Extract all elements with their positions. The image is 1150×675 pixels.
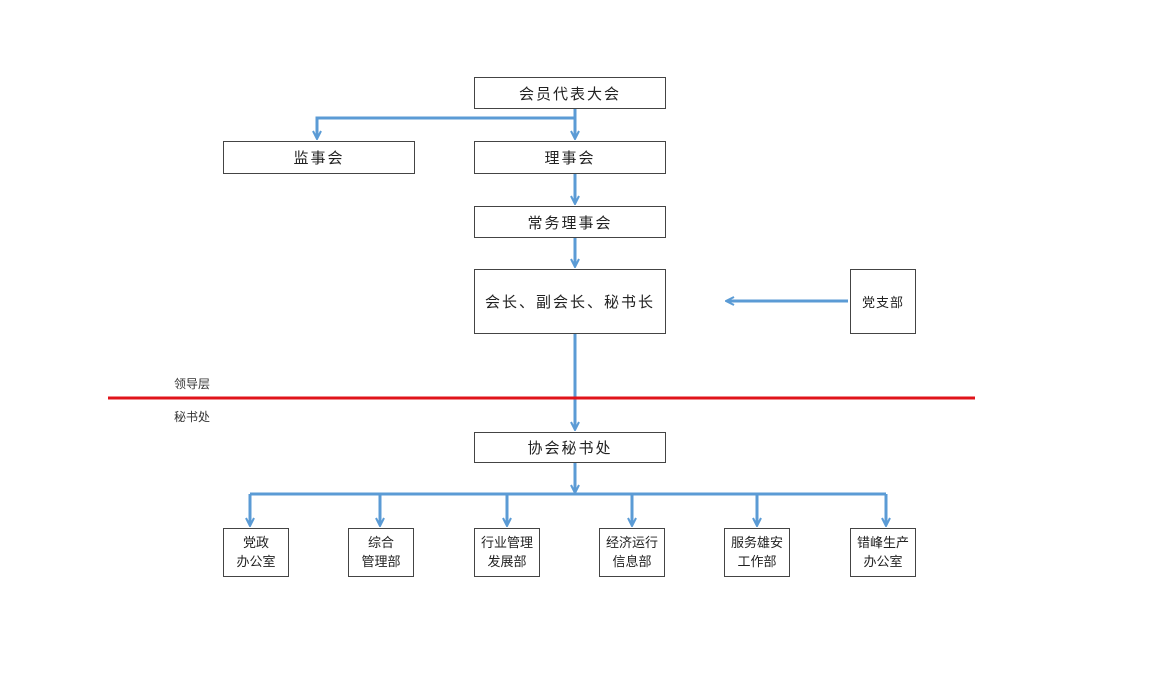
node-standing-council: 常务理事会	[474, 206, 666, 238]
department-line1: 行业管理	[480, 535, 533, 551]
department-line2: 发展部	[487, 554, 527, 570]
department-line2: 办公室	[863, 554, 903, 570]
node-standing-council-label: 常务理事会	[527, 213, 613, 232]
node-presidents: 会长、副会长、秘书长	[474, 269, 666, 334]
node-council-label: 理事会	[544, 149, 596, 167]
node-council: 理事会	[474, 141, 666, 174]
department-line1: 经济运行	[605, 535, 658, 551]
department-line1: 服务雄安	[730, 535, 783, 551]
node-assembly-label: 会员代表大会	[518, 84, 621, 103]
department-line1: 党政	[242, 535, 269, 551]
layer-label-leadership: 领导层	[174, 377, 211, 391]
node-presidents-label: 会长、副会长、秘书长	[484, 293, 655, 311]
node-assembly: 会员代表大会	[474, 77, 666, 109]
node-supervisory: 监事会	[223, 141, 415, 174]
department-box: 综合 管理部	[348, 528, 414, 577]
department-box: 服务雄安 工作部	[724, 528, 790, 577]
department-line2: 工作部	[737, 554, 777, 570]
department-line2: 办公室	[236, 554, 276, 570]
department-box: 行业管理 发展部	[474, 528, 540, 577]
node-secretariat-label: 协会秘书处	[527, 439, 613, 457]
node-supervisory-label: 监事会	[293, 149, 345, 167]
node-secretariat: 协会秘书处	[474, 432, 666, 463]
department-box: 经济运行 信息部	[599, 528, 665, 577]
node-party-branch-label: 党支部	[861, 296, 904, 311]
department-line1: 综合	[367, 535, 394, 551]
layer-label-secretariat: 秘书处	[174, 410, 211, 424]
department-box: 错峰生产 办公室	[850, 528, 916, 577]
department-box: 党政 办公室	[223, 528, 289, 577]
node-party-branch: 党支部	[850, 269, 916, 334]
arrow-assembly-supervisory	[317, 116, 575, 138]
department-line1: 错峰生产	[856, 535, 909, 551]
department-line2: 信息部	[612, 554, 652, 570]
department-line2: 管理部	[361, 554, 401, 570]
